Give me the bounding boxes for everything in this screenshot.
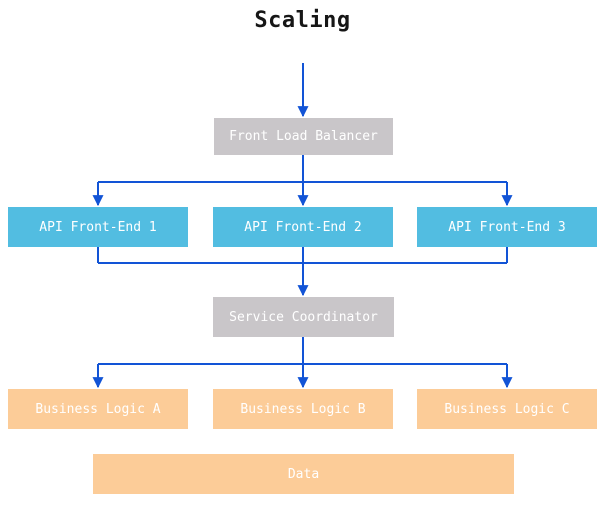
node-api-front-end-2: API Front-End 2 xyxy=(213,207,393,247)
node-business-logic-b: Business Logic B xyxy=(213,389,393,429)
diagram-title: Scaling xyxy=(254,8,351,33)
node-front-load-balancer: Front Load Balancer xyxy=(214,118,393,155)
node-data: Data xyxy=(93,454,514,494)
node-service-coordinator: Service Coordinator xyxy=(213,297,394,337)
node-business-logic-a: Business Logic A xyxy=(8,389,188,429)
node-api-front-end-3: API Front-End 3 xyxy=(417,207,597,247)
node-api-front-end-1: API Front-End 1 xyxy=(8,207,188,247)
node-business-logic-c: Business Logic C xyxy=(417,389,597,429)
